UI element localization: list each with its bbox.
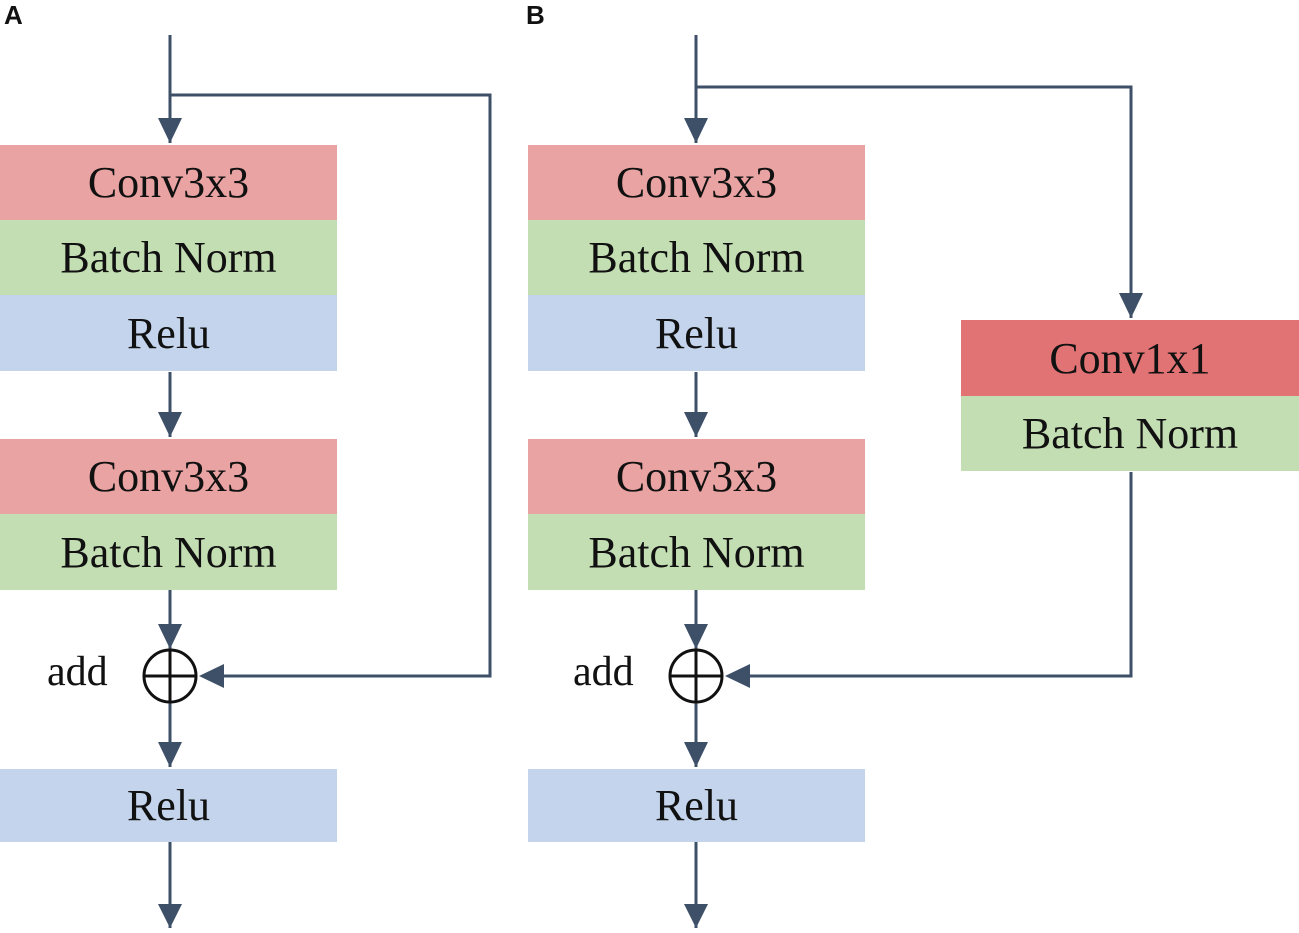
b-batchnorm-1: Batch Norm [528,220,865,295]
b-output-arrowhead [684,904,708,928]
a-skip-connection [170,93,492,678]
b-relu-1: Relu [528,295,865,371]
b-relu-final: Relu [528,769,865,842]
b-shortcut-return [750,472,1133,678]
panel-b-label: B [526,0,545,30]
a-input-arrowhead [158,118,182,143]
b-return-arrowhead [725,664,750,688]
a-from-add-arrowhead [158,742,182,767]
a-add-label: add [47,649,108,695]
a-skip-arrowhead [199,664,224,688]
b-conv3x3-2: Conv3x3 [528,439,865,514]
a-output-arrowhead [158,904,182,928]
a-relu-final: Relu [0,769,337,842]
b-batchnorm-2: Batch Norm [528,514,865,590]
a-relu-1: Relu [0,295,337,371]
b-from-add-arrowhead [684,742,708,767]
b-conv3x3-1: Conv3x3 [528,145,865,220]
b-input-arrowhead [684,118,708,143]
b-shortcut-top [696,85,1133,318]
b-mid-arrowhead [684,412,708,437]
b-shortcut-arrowhead [1119,293,1143,318]
b-shortcut-batchnorm: Batch Norm [961,396,1299,471]
a-to-add-arrowhead [158,624,182,649]
a-conv3x3-1: Conv3x3 [0,145,337,220]
a-mid-arrowhead [158,412,182,437]
a-conv3x3-2: Conv3x3 [0,439,337,514]
a-batchnorm-1: Batch Norm [0,220,337,295]
a-batchnorm-2: Batch Norm [0,514,337,590]
panel-a-label: A [4,0,23,30]
b-to-add-arrowhead [684,624,708,649]
b-add-label: add [573,649,634,695]
b-conv1x1: Conv1x1 [961,320,1299,396]
